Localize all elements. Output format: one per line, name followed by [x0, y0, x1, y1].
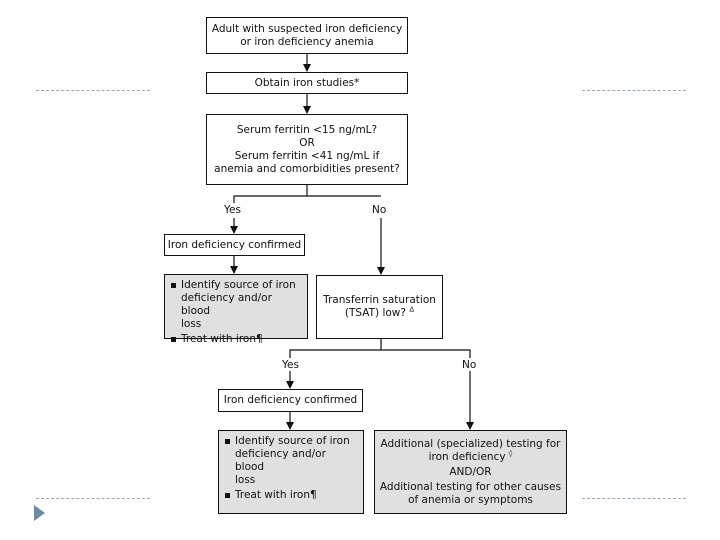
pilcrow-mark-2: ¶ [310, 489, 317, 501]
split-line-2-right [381, 349, 471, 358]
action-2-line-1: Identify source of iron [235, 435, 350, 447]
bullet-icon [171, 283, 176, 288]
tsat-line-2: (TSAT) low? [344, 307, 406, 319]
diamond-mark: ◊ [508, 449, 513, 457]
additional-testing-box: Additional (specialized) testing for iro… [374, 430, 567, 514]
action-item-treat-2: Treat with iron¶ [225, 489, 317, 502]
action-item-identify-1: Identify source of iron deficiency and/o… [171, 279, 301, 331]
start-box: Adult with suspected iron deficiency or … [206, 17, 408, 54]
divider-bottom-right [582, 498, 686, 499]
action-1-line-2: deficiency and/or blood [181, 292, 272, 317]
ferritin-line-4: anemia and comorbidities present? [214, 162, 400, 175]
additional-line-1: Additional (specialized) testing for [380, 437, 561, 450]
confirmed-label-2: Iron deficiency confirmed [223, 394, 358, 406]
bullet-icon [225, 439, 230, 444]
treat-label-2: Treat with iron [235, 489, 311, 501]
divider-top-right [582, 90, 686, 91]
confirmed-box-2: Iron deficiency confirmed [218, 389, 363, 412]
yes-label-2: Yes [282, 359, 299, 371]
tsat-line-1: Transferrin saturation [323, 294, 436, 306]
obtain-label: Obtain iron studies* [254, 76, 360, 89]
action-2-line-2: deficiency and/or blood [235, 448, 326, 473]
additional-line-5: of anemia or symptoms [408, 493, 533, 506]
additional-line-2: iron deficiency [428, 450, 506, 463]
additional-line-3: AND/OR [449, 465, 492, 478]
divider-top-left [36, 90, 150, 91]
ferritin-line-2: OR [299, 136, 315, 149]
ferritin-line-3: Serum ferritin <41 ng/mL if [234, 149, 380, 162]
obtain-iron-studies-box: Obtain iron studies* [206, 72, 408, 94]
ferritin-line-1: Serum ferritin <15 ng/mL? [236, 123, 378, 136]
start-line-1: Adult with suspected iron deficiency [211, 22, 403, 35]
no-label-2: No [462, 359, 477, 371]
ferritin-question-box: Serum ferritin <15 ng/mL? OR Serum ferri… [206, 114, 408, 185]
bullet-icon [225, 493, 230, 498]
delta-mark: Δ [409, 305, 415, 314]
slide-arrow-icon [34, 505, 45, 521]
split-line-1 [233, 185, 308, 203]
bullet-icon [171, 337, 176, 342]
treat-label-1: Treat with iron [181, 333, 257, 345]
confirmed-box-1: Iron deficiency confirmed [164, 234, 305, 256]
split-line-2 [289, 339, 382, 358]
action-1-line-3: loss [181, 318, 202, 330]
confirmed-label-1: Iron deficiency confirmed [167, 238, 302, 251]
action-item-treat-1: Treat with iron¶ [171, 333, 263, 346]
start-line-2: or iron deficiency anemia [240, 35, 374, 48]
action-1-line-1: Identify source of iron [181, 279, 296, 291]
additional-line-4: Additional testing for other causes [379, 480, 562, 493]
action-2-line-3: loss [235, 474, 256, 486]
no-label-1: No [372, 204, 387, 216]
yes-label-1: Yes [224, 204, 241, 216]
actions-box-2: Identify source of iron deficiency and/o… [218, 430, 364, 514]
tsat-question-box: Transferrin saturation (TSAT) low? Δ [316, 275, 443, 339]
actions-box-1: Identify source of iron deficiency and/o… [164, 274, 308, 345]
action-item-identify-2: Identify source of iron deficiency and/o… [225, 435, 357, 487]
divider-bottom-left [36, 498, 150, 499]
pilcrow-mark-1: ¶ [256, 333, 263, 345]
